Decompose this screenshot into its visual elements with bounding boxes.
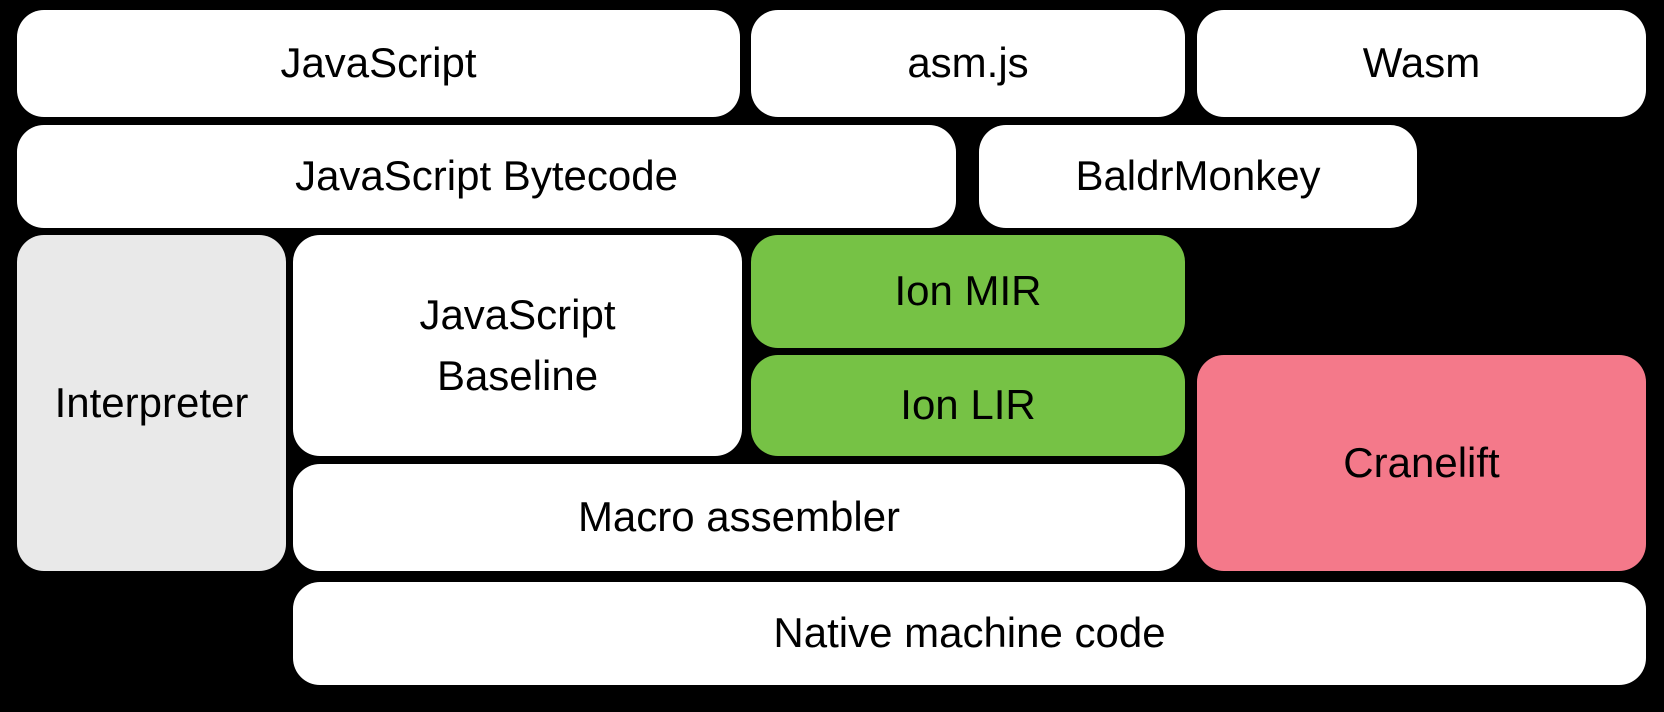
box-wasm-label: Wasm — [1362, 39, 1481, 87]
box-javascript: JavaScript — [17, 10, 740, 117]
box-macro-assembler-label: Macro assembler — [577, 493, 901, 541]
box-javascript-bytecode-label: JavaScript Bytecode — [295, 152, 678, 200]
box-ion-lir: Ion LIR — [751, 355, 1185, 456]
box-javascript-baseline-line1: JavaScript — [419, 290, 616, 338]
box-javascript-bytecode: JavaScript Bytecode — [17, 125, 956, 228]
box-interpreter-label: Interpreter — [54, 378, 249, 426]
box-ion-mir: Ion MIR — [751, 235, 1185, 348]
box-native-machine-code: Native machine code — [293, 582, 1646, 685]
box-ion-mir-label: Ion MIR — [894, 267, 1042, 315]
box-baldrmonkey: BaldrMonkey — [979, 125, 1417, 228]
box-macro-assembler: Macro assembler — [293, 464, 1185, 571]
box-asmjs: asm.js — [751, 10, 1185, 117]
box-javascript-baseline-line2: Baseline — [436, 351, 599, 399]
box-cranelift-label: Cranelift — [1343, 438, 1500, 486]
box-native-machine-code-label: Native machine code — [773, 609, 1166, 657]
box-ion-lir-label: Ion LIR — [900, 381, 1036, 429]
box-wasm: Wasm — [1197, 10, 1646, 117]
box-asmjs-label: asm.js — [907, 39, 1029, 87]
box-javascript-label: JavaScript — [280, 39, 477, 87]
box-javascript-baseline: JavaScript Baseline — [293, 235, 742, 456]
box-baldrmonkey-label: BaldrMonkey — [1075, 152, 1321, 200]
box-cranelift: Cranelift — [1197, 355, 1646, 571]
box-interpreter: Interpreter — [17, 235, 286, 571]
